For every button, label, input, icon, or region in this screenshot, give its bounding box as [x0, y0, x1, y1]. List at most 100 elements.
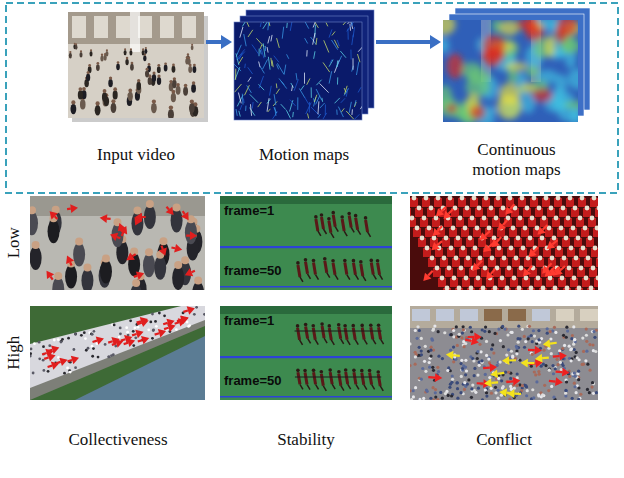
soldier-cap: [536, 276, 541, 281]
image-caption: Continuous motion maps: [461, 140, 573, 179]
soldier-cap: [410, 216, 415, 221]
heat-blob: [497, 94, 522, 120]
crowd-dot: [414, 363, 417, 366]
flow-arrow: [206, 35, 232, 49]
crowd-dot: [437, 355, 440, 358]
motion-streak: [238, 52, 245, 60]
soldier-cap: [596, 276, 601, 281]
soldier-cap: [610, 256, 615, 261]
crowd-dot: [585, 350, 588, 353]
crowd-dot: [186, 321, 189, 324]
soldier-cap: [559, 226, 564, 231]
motion-arrow: [108, 341, 113, 342]
motion-arrow: [70, 262, 72, 265]
motion-streak: [261, 49, 264, 59]
crowd-dot: [433, 324, 436, 327]
crowd-dot: [480, 359, 483, 362]
motion-streak: [334, 98, 339, 103]
motion-arrow: [186, 235, 190, 237]
crowd-dot: [530, 334, 533, 337]
rink-line: [220, 246, 392, 248]
crowd-dot: [485, 391, 488, 394]
crowd-dot: [574, 375, 577, 378]
crowd-dot: [561, 347, 564, 350]
motion-arrow-head: [433, 228, 441, 236]
motion-streak: [260, 45, 262, 49]
motion-arrow-head: [443, 211, 451, 219]
crowd-dot: [108, 356, 111, 359]
pedestrian-head: [87, 71, 90, 74]
soldier-cap: [516, 236, 521, 241]
motion-arrow-head: [547, 241, 555, 249]
pedestrian: [96, 64, 100, 71]
motion-streak: [267, 99, 271, 104]
soldier-cap: [574, 256, 579, 261]
crowd-dot: [462, 364, 465, 367]
motion-streak: [262, 14, 263, 23]
crowd-dot: [542, 349, 545, 352]
pedestrian-head: [75, 43, 77, 45]
motion-arrow-head: [423, 273, 431, 281]
skater-body: [349, 215, 351, 227]
motion-streak: [259, 49, 260, 57]
motion-arrow-head: [471, 337, 479, 346]
crowd-dot: [479, 350, 482, 353]
motion-arrow-head: [187, 306, 195, 314]
motion-arrow: [161, 246, 162, 249]
stability-low-ground: [220, 196, 392, 290]
crowd-dot: [484, 373, 487, 376]
crowd-dot: [518, 337, 521, 340]
crowd-dot: [493, 332, 496, 335]
motion-streak: [358, 42, 366, 51]
pedestrian-head: [184, 84, 188, 88]
crowd-dot: [551, 364, 554, 367]
skater-leg: [380, 386, 383, 391]
pedestrian-head: [173, 77, 176, 80]
crowd-dot: [507, 348, 510, 351]
pedestrian: [168, 109, 174, 120]
soldier-cap: [591, 266, 596, 271]
motion-arrow: [167, 207, 169, 210]
pedestrian-head: [90, 49, 92, 51]
conflict-high-ground: [410, 306, 598, 400]
motion-arrow-head: [535, 354, 543, 363]
motion-streak: [341, 98, 345, 103]
motion-streak: [263, 43, 265, 57]
crowd-dot: [515, 352, 518, 355]
crowd-dot: [414, 355, 417, 358]
motion-arrow-head: [50, 211, 58, 219]
motion-streak: [346, 89, 348, 97]
soldier: [610, 238, 618, 247]
crowd-dot: [485, 340, 488, 343]
crowd-dot: [496, 397, 499, 400]
motion-arrow: [453, 354, 460, 357]
motion-arrow: [509, 359, 516, 361]
skater-body: [379, 327, 381, 339]
crowd-dot: [437, 370, 440, 373]
pedestrian: [187, 59, 190, 65]
crowd-dot: [195, 306, 198, 309]
skater-head: [312, 369, 316, 373]
soldier-cap: [620, 276, 624, 281]
soldier: [601, 268, 609, 277]
person: [130, 284, 142, 308]
soldier-cap: [615, 266, 620, 271]
row-label: Low: [4, 203, 24, 283]
motion-arrow: [441, 207, 446, 212]
skater-body: [353, 263, 355, 275]
soldier-cap: [487, 226, 492, 231]
skater-head: [328, 368, 332, 372]
crowd-dot: [527, 337, 530, 340]
collectiveness-low-ground: [30, 196, 205, 290]
motion-arrow-head: [96, 336, 104, 344]
arrow-shaft: [206, 40, 222, 44]
crowd-dot: [586, 363, 589, 366]
soldier-cap: [564, 236, 569, 241]
pedestrian-head: [172, 64, 175, 67]
heat-blob: [432, 14, 456, 35]
skater-body: [325, 261, 327, 273]
soldier-cap: [529, 286, 534, 291]
crowd-dot: [575, 351, 578, 354]
soldier: [605, 228, 613, 237]
soldier-cap: [542, 216, 547, 221]
